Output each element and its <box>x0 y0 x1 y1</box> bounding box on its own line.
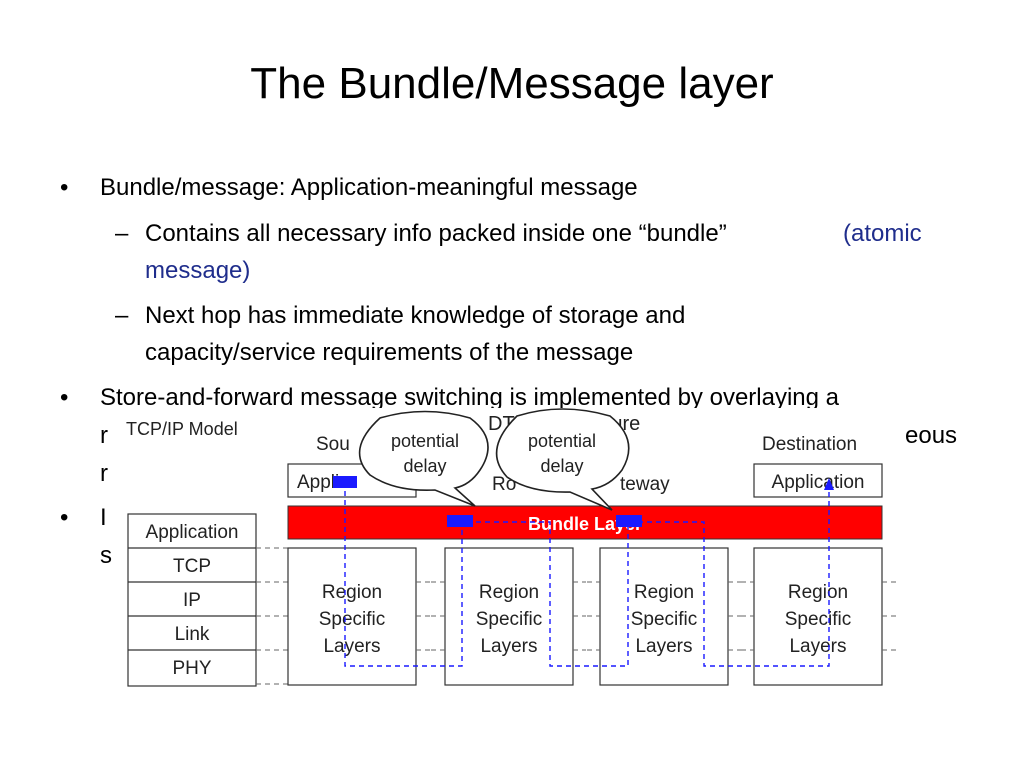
destination-application-label: Application <box>772 472 865 493</box>
slide-title: The Bundle/Message layer <box>250 59 774 108</box>
storage-marker <box>333 476 357 488</box>
message-path <box>344 482 830 667</box>
storage-marker <box>616 515 642 527</box>
bullet-2-partial-end: eous <box>905 422 958 449</box>
region-label-line2: Specific <box>631 609 698 630</box>
gateway-label: teway <box>620 474 670 495</box>
stack-layer-link: Link <box>175 624 210 645</box>
potential-delay-bubble-1: potential delay <box>358 410 489 507</box>
bullet-marker: • <box>60 504 69 531</box>
region-label-line3: Layers <box>635 636 692 657</box>
sub-bullet-1a-accent: (atomic <box>843 220 922 247</box>
stack-layer-application: Application <box>146 522 239 543</box>
region-label-line2: Specific <box>319 609 386 630</box>
region-label-line2: Specific <box>785 609 852 630</box>
region-label-line1: Region <box>788 582 848 603</box>
sub-bullet-1a: Contains all necessary info packed insid… <box>145 220 727 247</box>
region-box-4: Region Specific Layers <box>753 547 883 686</box>
bullet-1: Bundle/message: Application-meaningful m… <box>100 174 638 201</box>
destination-application-box <box>753 463 883 498</box>
region-side-ticks <box>416 581 896 651</box>
source-label: Sou <box>316 434 350 455</box>
tcpip-model-title: TCP/IP Model <box>126 419 238 439</box>
region-label-line2: Specific <box>476 609 543 630</box>
bubble-text-line2: delay <box>403 456 446 476</box>
bullet-marker: • <box>60 384 69 411</box>
tcpip-stack: Application TCP IP Link PHY <box>127 513 257 687</box>
region-label-line1: Region <box>634 582 694 603</box>
sub-bullet-1a-accent-cont: message) <box>145 257 251 284</box>
bullet-2: Store-and-forward message switching is i… <box>100 384 840 411</box>
storage-marker <box>447 515 473 527</box>
region-label-line3: Layers <box>789 636 846 657</box>
stack-layer-tcp: TCP <box>173 556 211 577</box>
region-label-line1: Region <box>322 582 382 603</box>
bundle-layer-bar <box>287 505 883 540</box>
dash-marker: – <box>115 302 129 329</box>
region-box-2: Region Specific Layers <box>444 547 574 686</box>
bundle-layer-label: Bundle Layer <box>528 514 642 534</box>
bubble-text-line1: potential <box>528 431 596 451</box>
region-label-line3: Layers <box>323 636 380 657</box>
bubble-text-line1: potential <box>391 431 459 451</box>
bullet-3-partial: I <box>100 504 107 531</box>
stack-layer-phy: PHY <box>172 658 211 679</box>
potential-delay-bubble-2: potential delay <box>495 408 630 511</box>
destination-label: Destination <box>762 434 857 455</box>
bubble-text-line2: delay <box>540 456 583 476</box>
source-application-label: Appli <box>297 472 339 493</box>
path-arrowhead-icon <box>824 478 834 490</box>
region-label-line3: Layers <box>480 636 537 657</box>
bullet-3-partial-line2: s <box>100 542 112 569</box>
region-box-1: Region Specific Layers <box>287 547 417 686</box>
stack-frame <box>127 513 257 687</box>
sub-bullet-1b: Next hop has immediate knowledge of stor… <box>145 302 686 329</box>
stack-layer-ip: IP <box>183 590 201 611</box>
sub-bullet-1b-cont: capacity/service requirements of the mes… <box>145 339 634 366</box>
bullet-marker: • <box>60 174 69 201</box>
region-label-line1: Region <box>479 582 539 603</box>
bullet-2-partial: r <box>100 422 108 449</box>
bullet-2-partial-line3: r <box>100 460 108 487</box>
region-box-3: Region Specific Layers <box>599 547 729 686</box>
dash-marker: – <box>115 220 129 247</box>
